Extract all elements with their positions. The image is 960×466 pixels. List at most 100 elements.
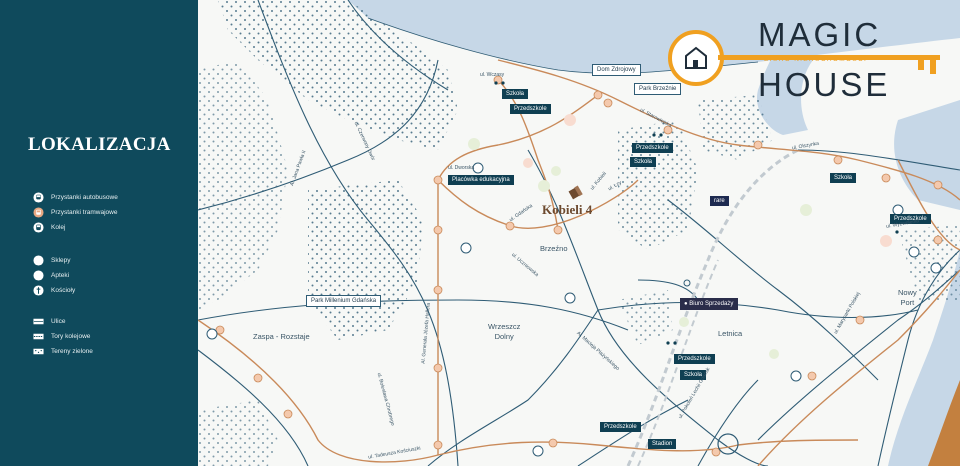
label-szkola: Szkoła [630, 157, 657, 167]
label-szkola: Szkoła [680, 370, 707, 380]
street-label: ul. Wczasy [480, 72, 505, 78]
road [667, 199, 879, 381]
legend-item-church: Kościoły [33, 285, 75, 296]
road [757, 269, 960, 441]
legend-sidebar: LOKALIZACJA Przystanki autobusowe Przyst… [0, 0, 198, 466]
shop-icon [538, 180, 550, 192]
area-wrzeszcz: Wrzeszcz Dolny [488, 322, 521, 342]
logo-emblem [668, 30, 940, 86]
road [257, 0, 459, 466]
legend-label: Przystanki autobusowe [51, 194, 118, 201]
label-park-millenium: Park Millenium Gdańska [306, 295, 382, 307]
magic-house-logo: MAGIC BIURO NIERUCHOMOŚCI HOUSE [668, 16, 958, 106]
green-area [198, 400, 278, 466]
church-icon [33, 285, 44, 296]
road [877, 249, 960, 466]
railway [637, 259, 719, 466]
tram-stop-icon [283, 409, 293, 419]
shop-icon [800, 204, 812, 216]
harbour-water [738, 0, 960, 210]
label-stadion: Stadion [648, 439, 677, 449]
tram-stop-icon [553, 225, 563, 235]
road [198, 349, 309, 466]
tram-stop-icon [215, 325, 225, 335]
legend-label: Kolej [51, 224, 66, 231]
legend-item-pharmacy: Apteki [33, 270, 69, 281]
tram-stop-icon [753, 140, 763, 150]
road [198, 299, 629, 331]
legend-label: Kościoły [51, 287, 76, 294]
tram-stop-icon [807, 371, 817, 381]
label-przedszkole: Przedszkole [600, 422, 641, 432]
tram-stop-icon [663, 125, 673, 135]
label-przedszkole: Przedszkole [674, 354, 715, 364]
label-przedszkole: Przedszkole [510, 104, 551, 114]
train-icon [33, 222, 44, 233]
legend-item-railway: Tory kolejowe [33, 331, 90, 342]
building-marker [568, 185, 583, 200]
bus-stop-icon [908, 246, 920, 258]
shop-icon [769, 349, 779, 359]
street-label: ul. Dworska [448, 165, 475, 171]
tram-stop-icon [593, 90, 603, 100]
green-area-icon [33, 348, 44, 355]
tram-stop-icon [433, 363, 443, 373]
area-letnica: Letnica [718, 329, 743, 338]
area-nowy-port: Nowy Port [898, 288, 917, 308]
railway [626, 148, 799, 466]
sales-office-label[interactable]: ● Biuro Sprzedaży [680, 298, 739, 310]
road [637, 279, 699, 301]
tram-stop-icon [505, 221, 515, 231]
logo-house-text: HOUSE [758, 66, 891, 103]
bus-stop-icon [564, 292, 576, 304]
label-przedszkole: Przedszkole [632, 143, 673, 153]
bus-stop-icon [460, 242, 472, 254]
bus-stop-icon [790, 370, 802, 382]
tram-stop-icon [548, 438, 558, 448]
legend-label: Sklepy [51, 257, 71, 264]
label-przedszkole: Przedszkole [890, 214, 931, 224]
pharmacy-icon [564, 114, 576, 126]
pharmacy-icon [523, 158, 533, 168]
road [347, 0, 449, 91]
legend-label: Ulice [51, 318, 66, 325]
tram-line [497, 59, 960, 201]
label-szkola: Szkoła [830, 173, 857, 183]
logo-magic-text: MAGIC [758, 16, 882, 53]
tram-stop-icon [253, 373, 263, 383]
green-area [308, 180, 423, 340]
green-area [898, 225, 960, 300]
road [198, 59, 439, 211]
tram-line [757, 269, 960, 466]
rare-badge: rare [710, 196, 729, 206]
tram-line [437, 94, 599, 181]
street-icon [33, 318, 44, 325]
canal-water [888, 250, 960, 466]
tram-stop-icon [933, 235, 943, 245]
label-placowka: Placówka edukacyjna [448, 175, 514, 185]
tram-stop-icon [933, 180, 943, 190]
legend-item-tram: Przystanki tramwajowe [33, 207, 117, 218]
legend-item-bus: Przystanki autobusowe [33, 192, 118, 203]
shop-icon [679, 317, 689, 327]
legend-item-train: Kolej [33, 222, 65, 233]
shop-icon [468, 138, 480, 150]
bus-stop-icon [930, 262, 942, 274]
pharmacy-icon [880, 235, 892, 247]
pharmacy-icon [33, 270, 44, 281]
label-dom-zdrojowy: Dom Zdrojowy [592, 64, 641, 76]
green-area [198, 60, 288, 310]
legend-label: Tory kolejowe [51, 333, 91, 340]
location-pin-icon: ● [684, 301, 690, 307]
road [427, 309, 599, 466]
area-brzezno: Brzeźno [540, 244, 568, 253]
bus-stop-icon [532, 445, 544, 457]
road [597, 301, 919, 319]
tram-stop-icon [833, 155, 843, 165]
sales-office-text: Biuro Sprzedaży [689, 301, 734, 307]
brown-land [928, 380, 960, 466]
map-area[interactable]: Dom Zdrojowy Park Brzeźnie Park Milleniu… [198, 0, 960, 466]
green-area [218, 0, 458, 150]
tram-stop-icon [881, 173, 891, 183]
legend-item-streets: Ulice [33, 316, 65, 327]
